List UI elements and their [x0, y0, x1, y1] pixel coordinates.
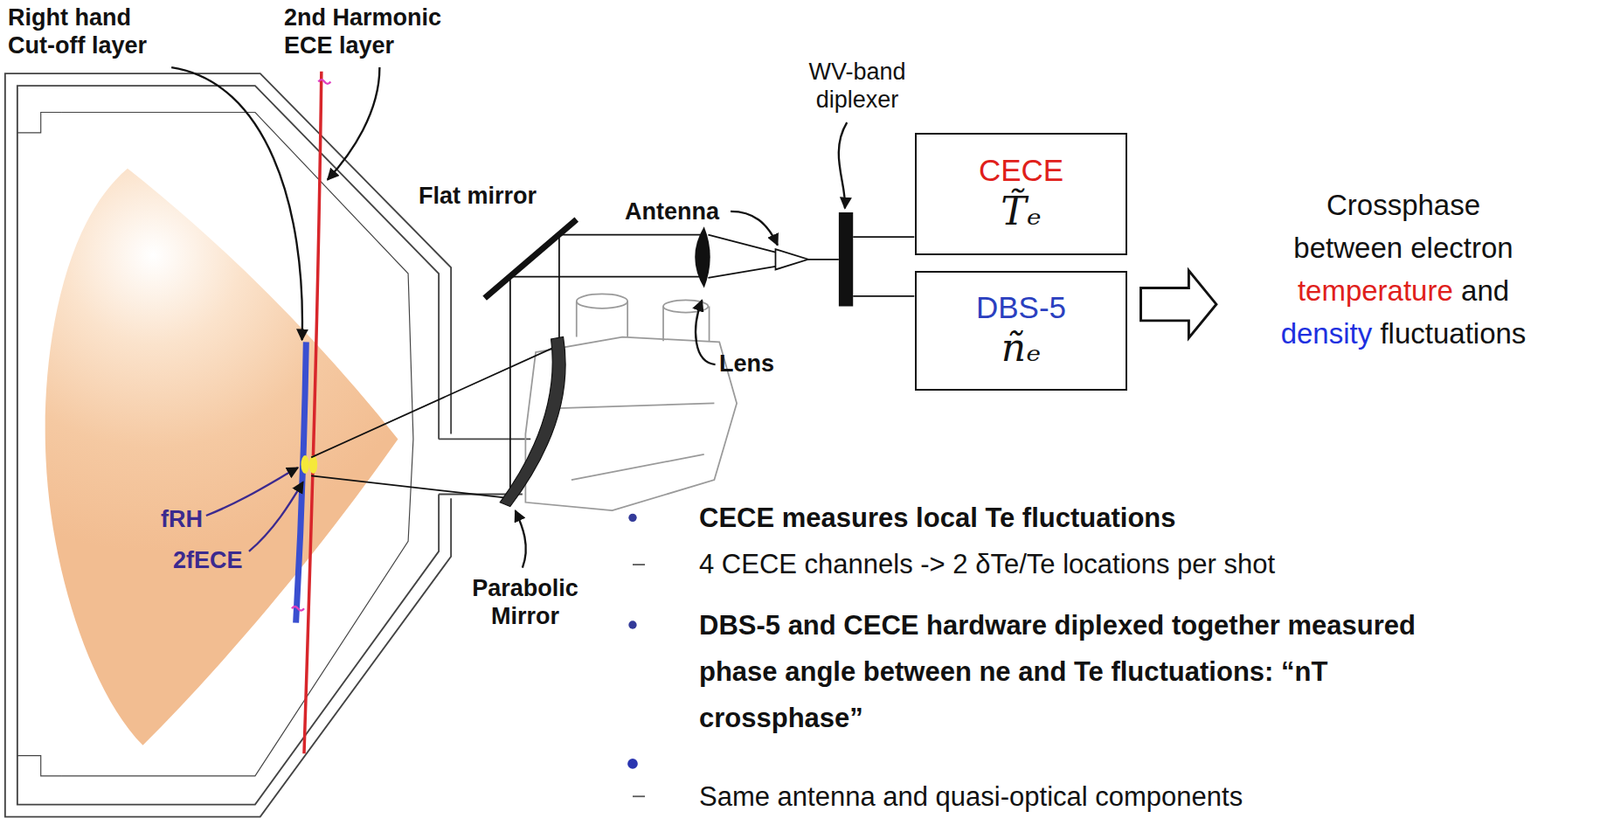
- bullet-marks: [627, 513, 645, 797]
- frequency-label: 2fECE: [173, 546, 243, 575]
- layer-label: Right hand Cut-off layer: [7, 3, 183, 61]
- crossphase-word: density: [1281, 317, 1373, 350]
- crossphase-word: Crossphase: [1326, 188, 1481, 222]
- sub-bullet-text: 4 CECE channels -> 2 δTe/Te locations pe…: [699, 547, 1275, 581]
- text-line: Crossphase: [1237, 183, 1570, 227]
- optics: [484, 212, 854, 506]
- bullet-text: DBS-5 and CECE hardware diplexed togethe…: [699, 602, 1425, 742]
- instrument-name: DBS-5: [976, 290, 1067, 326]
- part-label: Parabolic Mirror: [459, 574, 591, 631]
- crossphase-word: fluctuations: [1379, 317, 1526, 350]
- layer-label: 2nd Harmonic ECE layer: [283, 3, 464, 61]
- sub-bullet-text: Same antenna and quasi-optical component…: [699, 780, 1243, 813]
- frequency-label: fRH: [160, 505, 203, 534]
- hollow-arrow: [1141, 270, 1217, 339]
- crossphase-word: and: [1461, 274, 1510, 307]
- crossphase-word: temperature: [1297, 274, 1454, 307]
- instrument-name: CECE: [978, 152, 1064, 188]
- part-label: Flat mirror: [418, 181, 537, 210]
- part-label: Lens: [719, 349, 775, 378]
- text-line: between electron: [1237, 226, 1570, 270]
- bullet-text: CECE measures local Te fluctuations: [699, 501, 1177, 534]
- leader-arrows: [171, 67, 847, 568]
- resonance-layers: [291, 71, 331, 754]
- fluctuation-symbol: T̃ₑ: [1000, 188, 1041, 236]
- instrument-box: CECET̃ₑ: [914, 132, 1128, 256]
- microwave-beam: [311, 235, 915, 499]
- crossphase-word: between electron: [1293, 231, 1513, 264]
- part-label: Antenna: [624, 197, 720, 226]
- crossphase-text: Crossphase between electron temperatureand…: [1237, 183, 1570, 355]
- text-line: temperatureand: [1237, 269, 1570, 312]
- plasma: [45, 168, 399, 746]
- part-label: WV-band diplexer: [791, 57, 923, 115]
- text-line: densityfluctuations: [1237, 311, 1570, 355]
- instrument-box: DBS-5ñₑ: [914, 270, 1128, 391]
- fluctuation-symbol: ñₑ: [1001, 325, 1041, 372]
